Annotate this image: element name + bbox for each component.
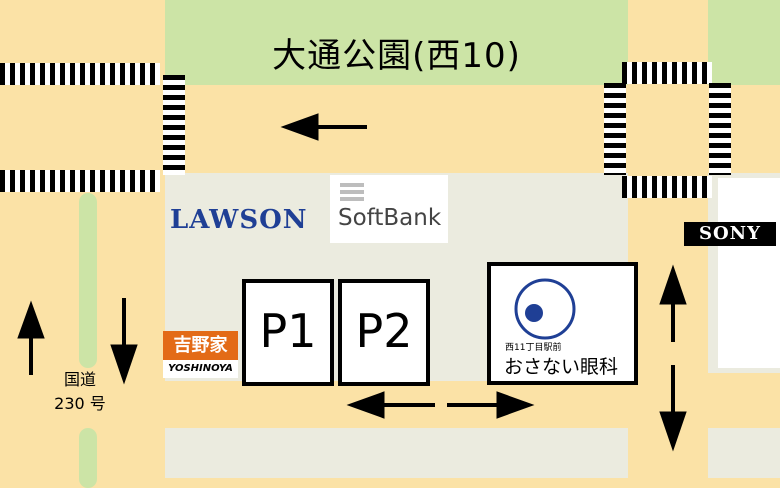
park-area [165, 0, 628, 85]
arrow-down-icon [110, 298, 138, 385]
clinic-name: おさない眼科 [504, 356, 619, 378]
crosswalk-east-left [604, 83, 626, 175]
park-area-east [708, 0, 780, 85]
softbank-label: SoftBank [338, 205, 442, 231]
softbank-bars-icon [340, 183, 364, 204]
sony-building [718, 178, 780, 368]
sony-logo: SONY [684, 222, 776, 246]
softbank-logo: SoftBank [330, 175, 448, 243]
crosswalk-west-south [0, 170, 160, 192]
parking-p1: P1 [242, 279, 334, 386]
route-label: 国道 230 号 [40, 368, 120, 416]
city-block-southeast [708, 428, 780, 478]
route-number: 230 号 [54, 394, 106, 413]
crosswalk-west-vertical [163, 75, 185, 175]
yoshinoya-roman: YOSHINOYA [163, 360, 238, 378]
clinic-building: 西11丁目駅前 おさない眼科 [487, 262, 638, 385]
yoshinoya-logo: 吉野家 YOSHINOYA [163, 331, 238, 378]
arrow-left-icon [280, 113, 367, 141]
crosswalk-east-south [622, 176, 712, 198]
direction-arrows [17, 113, 687, 452]
yoshinoya-kanji: 吉野家 [163, 331, 238, 360]
arrow-left-icon [346, 391, 435, 419]
arrow-up-icon [659, 264, 687, 342]
crosswalk-east-right [709, 83, 731, 175]
clinic-logo-icon [514, 278, 576, 340]
median-strip-south [79, 428, 97, 488]
arrow-right-icon [447, 391, 535, 419]
arrow-down-icon [659, 365, 687, 452]
lawson-logo: LAWSON [170, 205, 308, 235]
median-strip [79, 193, 97, 368]
clinic-location: 西11丁目駅前 [505, 343, 562, 353]
parking-p2: P2 [338, 279, 430, 386]
crosswalk-east-north [622, 62, 712, 84]
park-label: 大通公園(西10) [272, 36, 521, 76]
route-name: 国道 [63, 370, 96, 389]
arrow-up-icon [17, 300, 45, 375]
city-block-south [165, 428, 628, 478]
crosswalk-west-north [0, 63, 160, 85]
